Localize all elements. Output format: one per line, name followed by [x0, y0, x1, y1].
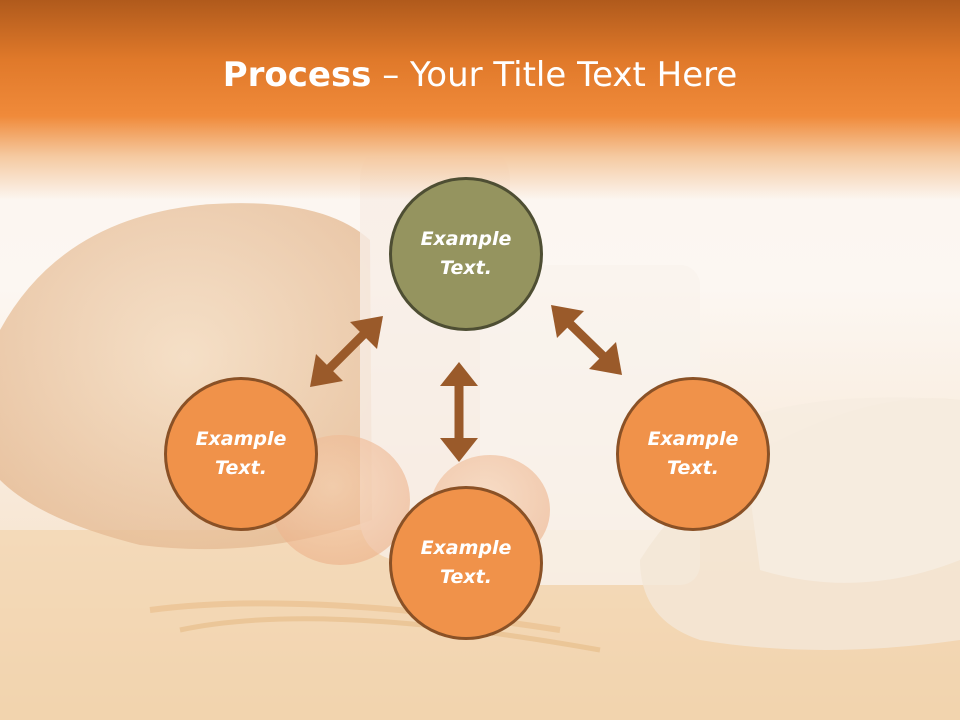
node-right: Example Text.: [616, 377, 770, 531]
node-bottom-text: Example Text.: [420, 537, 512, 588]
node-top-text: Example Text.: [420, 228, 512, 279]
arrow-top-left: [324, 328, 370, 374]
slide-title: Process – Your Title Text Here: [0, 52, 960, 98]
node-top: Example Text.: [389, 177, 543, 331]
node-right-text: Example Text.: [647, 428, 739, 479]
title-bold: Process: [222, 55, 372, 95]
node-left-text: Example Text.: [195, 428, 287, 479]
node-left: Example Text.: [164, 377, 318, 531]
header-band: [0, 0, 960, 200]
node-bottom: Example Text.: [389, 486, 543, 640]
title-rest: – Your Title Text Here: [371, 55, 738, 95]
arrow-top-right: [564, 318, 609, 362]
